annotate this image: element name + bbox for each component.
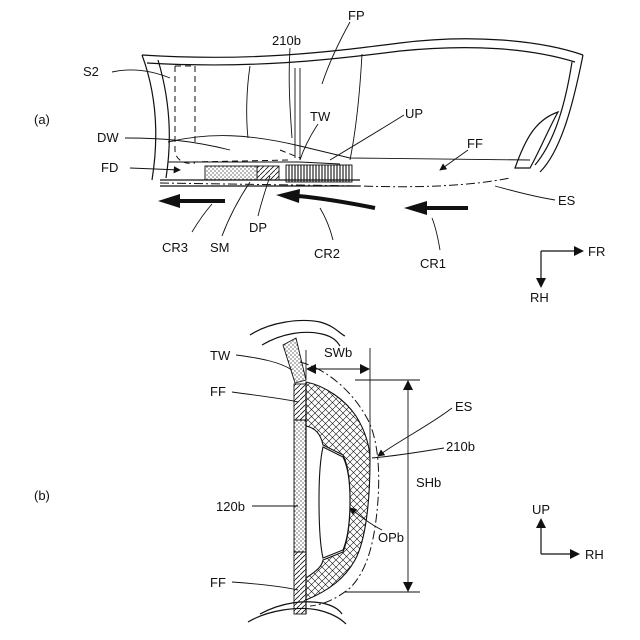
ff-bottom-hatch [294,552,306,614]
ff-top-leader [232,392,298,402]
shb-arrow-bottom [403,582,413,592]
cr3-leader [192,204,212,232]
label-rh-b: RH [585,547,604,562]
cr2-arrow-shaft [298,196,375,208]
label-opb: OPb [378,530,404,545]
ff-leader [440,150,468,170]
fd-leader [130,168,180,170]
label-es: ES [558,193,576,208]
panel-b-tag: (b) [34,488,50,503]
tw-leader [300,124,318,160]
direction-indicator-a: FR RH [530,244,605,305]
label-cr3: CR3 [162,240,188,255]
label-swb: SWb [324,345,352,360]
label-es-b: ES [455,399,473,414]
pillar-line-1 [247,66,250,138]
label-ff-bottom: FF [210,575,226,590]
swb-arrow-left [306,364,316,374]
fr-arrowhead [574,246,584,256]
label-rh-a: RH [530,290,549,305]
front-wall [540,55,583,172]
dp-hatch [257,166,279,180]
fp-leader [322,22,350,84]
up-arrowhead [536,518,546,528]
tw-stipple-b [283,338,306,383]
label-fp: FP [348,8,365,23]
label-shb: SHb [416,475,441,490]
label-210b-b: 210b [446,439,475,454]
opening-opb [319,447,350,558]
panel-b: (b) [34,321,604,624]
direction-indicator-b: UP RH [532,502,604,562]
label-cr2: CR2 [314,246,340,261]
label-fr: FR [588,244,605,259]
tw-leader-b [236,355,292,370]
label-up-dir: UP [532,502,550,517]
rh-arrowhead [536,278,546,288]
s2-dashed-member [175,66,195,163]
panel-120b-stipple [294,420,306,552]
dp-leader [258,176,270,216]
label-210b: 210b [272,33,301,48]
label-cr1: CR1 [420,256,446,271]
ff-bottom-leader [232,582,298,590]
rear-wall [142,55,156,180]
break-curve-top-2 [262,332,340,346]
cr1-arrow-head [404,201,427,215]
dp-dashed-line [192,150,300,162]
cr1-leader [432,218,440,250]
fd-stipple [205,166,257,180]
shb-arrow-top [403,380,413,390]
label-up: UP [405,106,423,121]
cr2-leader [320,208,333,240]
panel-a-tag: (a) [34,112,50,127]
tw-hatch [286,165,352,182]
label-120b: 120b [216,499,245,514]
break-curve-top-1 [250,321,345,336]
label-tw: TW [310,109,331,124]
up-leader [330,115,404,160]
210b-leader [289,48,292,138]
rear-wall-inner [158,60,169,178]
panel-a: (a) [34,8,605,305]
sm-leader [222,182,250,236]
label-sm: SM [210,240,230,255]
label-ff-top: FF [210,384,226,399]
body-top-outline [142,39,583,58]
label-ff: FF [467,136,483,151]
rh-arrowhead-b [570,549,580,559]
label-fd: FD [101,160,118,175]
label-dw: DW [97,130,119,145]
cr3-arrow-head [158,194,180,208]
body-top-outline-inner [147,48,575,65]
label-s2: S2 [83,64,99,79]
label-dp: DP [249,220,267,235]
es-leader [495,186,555,200]
swb-arrow-right [360,364,370,374]
ff-top-hatch [294,384,306,420]
cr2-arrow-head [276,189,300,203]
label-tw-b: TW [210,348,231,363]
